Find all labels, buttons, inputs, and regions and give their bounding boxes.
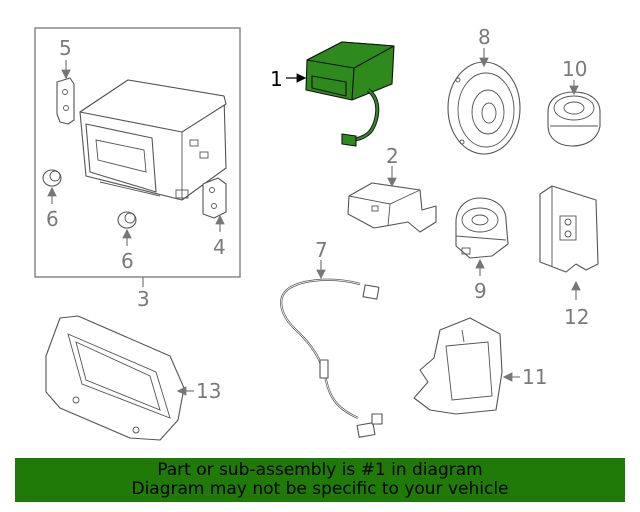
callout-1: 1 xyxy=(270,67,283,91)
part-6-knob-right[interactable] xyxy=(117,211,137,229)
part-9-amplifier-speaker[interactable] xyxy=(455,197,509,259)
part-10-tweeter[interactable] xyxy=(547,91,601,147)
highlight-notice-banner: Part or sub-assembly is #1 in diagram Di… xyxy=(15,458,625,502)
callout-9: 9 xyxy=(474,279,487,303)
callout-12: 12 xyxy=(564,305,589,329)
callout-2: 2 xyxy=(386,144,399,168)
callout-6-left: 6 xyxy=(46,207,59,231)
part-4-bracket[interactable] xyxy=(202,177,227,219)
part-5-bracket[interactable] xyxy=(56,77,75,125)
banner-line-2: Diagram may not be specific to your vehi… xyxy=(131,479,509,499)
callout-11: 11 xyxy=(522,365,547,389)
part-11-cover[interactable] xyxy=(413,317,503,415)
part-7-cable[interactable] xyxy=(280,278,383,438)
banner-line-1: Part or sub-assembly is #1 in diagram xyxy=(157,460,483,480)
part-2-receiver[interactable] xyxy=(347,182,437,233)
callout-13: 13 xyxy=(196,379,221,403)
part-13-subwoofer[interactable] xyxy=(45,315,185,441)
part-1-module-highlighted[interactable] xyxy=(305,41,395,147)
head-unit-display[interactable] xyxy=(79,79,227,201)
callout-8: 8 xyxy=(478,25,491,49)
callout-4: 4 xyxy=(213,235,226,259)
part-12-bracket-module[interactable] xyxy=(539,185,599,273)
callout-7: 7 xyxy=(315,238,328,262)
callout-5: 5 xyxy=(59,36,72,60)
callout-3: 3 xyxy=(137,287,150,311)
part-6-knob-left[interactable] xyxy=(42,169,62,187)
part-8-speaker[interactable] xyxy=(447,61,521,155)
assembly-3-frame xyxy=(34,27,241,278)
callout-10: 10 xyxy=(562,57,587,81)
callout-6-right: 6 xyxy=(121,249,134,273)
